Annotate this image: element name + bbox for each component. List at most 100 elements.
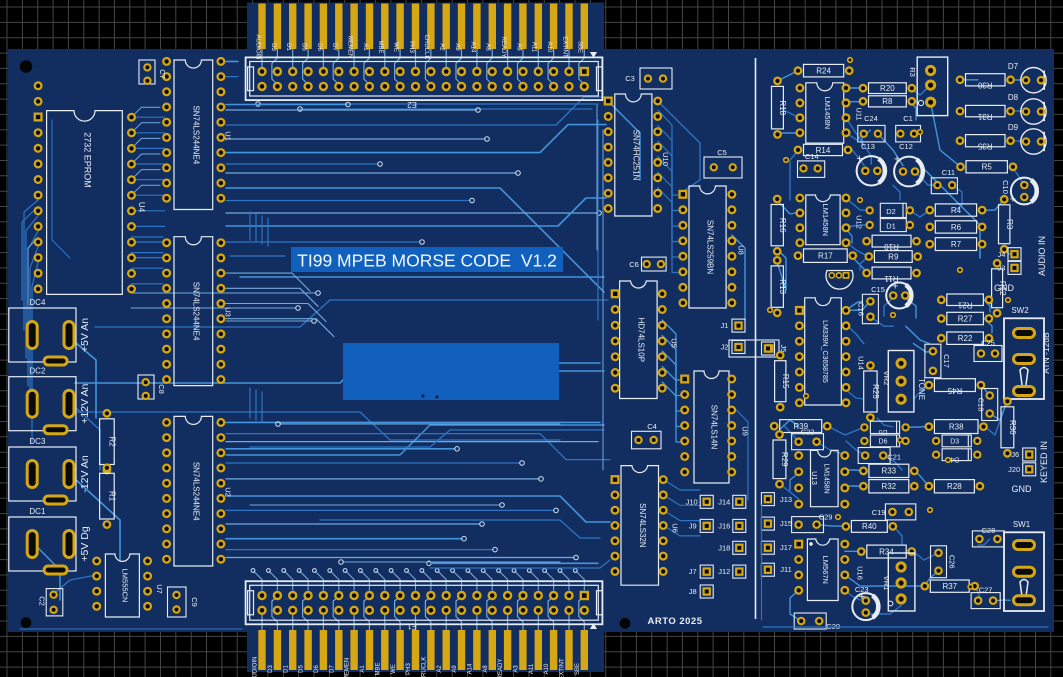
svg-text:D5: D5 [300, 43, 306, 51]
svg-text:J16: J16 [718, 522, 730, 531]
svg-text:J2: J2 [721, 343, 729, 352]
svg-text:D1: D1 [285, 43, 291, 51]
svg-text:ATN -12dB: ATN -12dB [1041, 332, 1051, 374]
svg-text:SN74LS244NE4: SN74LS244NE4 [191, 282, 200, 341]
svg-text:R6: R6 [951, 223, 962, 232]
svg-text:C11: C11 [942, 168, 955, 177]
svg-text:C7: C7 [158, 69, 167, 79]
svg-text:J8: J8 [689, 587, 697, 596]
svg-text:CRUCLK: CRUCLK [422, 657, 428, 677]
svg-text:R32: R32 [881, 482, 896, 491]
svg-text:DC4: DC4 [29, 298, 46, 307]
svg-text:ARTO 2025: ARTO 2025 [647, 616, 702, 627]
svg-text:R27: R27 [958, 314, 973, 323]
svg-text:R5: R5 [982, 163, 993, 172]
svg-text:SN74LS244NE4: SN74LS244NE4 [191, 105, 200, 164]
svg-text:TONE: TONE [917, 378, 926, 400]
svg-text:D7: D7 [331, 43, 337, 51]
svg-text:J4: J4 [998, 250, 1006, 259]
svg-text:C16: C16 [856, 302, 865, 316]
svg-text:E1: E1 [407, 622, 417, 631]
svg-text:+12V An: +12V An [79, 384, 91, 424]
svg-text:MBE: MBE [377, 40, 383, 53]
svg-text:+: + [892, 281, 898, 293]
svg-text:C18: C18 [977, 398, 986, 412]
svg-text:D9: D9 [1008, 123, 1019, 132]
svg-text:A8: A8 [483, 665, 489, 673]
svg-text:LM567N: LM567N [821, 556, 830, 584]
svg-text:MBE: MBE [375, 662, 381, 675]
svg-text:HD74LS10P: HD74LS10P [636, 318, 645, 362]
svg-text:U8: U8 [737, 245, 746, 255]
svg-text:EXTINT: EXTINT [560, 658, 566, 677]
svg-text:D6: D6 [314, 665, 320, 673]
svg-text:J1: J1 [721, 321, 729, 330]
svg-text:U14: U14 [857, 356, 866, 370]
svg-text:A8: A8 [485, 43, 491, 51]
svg-text:J7: J7 [689, 567, 697, 576]
svg-text:R45: R45 [947, 386, 962, 395]
svg-text:A9: A9 [454, 43, 460, 51]
svg-text:SN74LS14N: SN74LS14N [710, 405, 719, 450]
svg-text:VR2: VR2 [882, 371, 891, 386]
svg-text:R14: R14 [816, 146, 831, 155]
svg-text:C15: C15 [871, 285, 885, 294]
svg-text:LM1458N: LM1458N [821, 204, 830, 237]
svg-text:A1: A1 [360, 665, 366, 673]
svg-text:R40: R40 [862, 522, 877, 531]
svg-text:C13: C13 [861, 142, 875, 151]
svg-text:-12V An: -12V An [79, 455, 91, 493]
svg-text:LM339N_C3658785: LM339N_C3658785 [821, 320, 828, 383]
svg-text:WE: WE [391, 664, 397, 674]
svg-text:U10: U10 [661, 152, 670, 166]
svg-text:2732 EPROM: 2732 EPROM [83, 132, 93, 188]
svg-text:A2: A2 [437, 665, 443, 673]
svg-text:D5: D5 [878, 428, 887, 435]
svg-text:+5V An: +5V An [79, 318, 91, 352]
svg-text:R12: R12 [998, 281, 1007, 296]
svg-text:R9: R9 [888, 252, 899, 261]
svg-text:R1: R1 [108, 491, 117, 502]
svg-text:DC1: DC1 [29, 507, 46, 516]
svg-text:J12: J12 [718, 567, 730, 576]
svg-text:J9: J9 [689, 522, 697, 531]
svg-text:SW1: SW1 [1013, 520, 1031, 529]
svg-text:D5: D5 [299, 665, 305, 673]
svg-text:VR1: VR1 [882, 576, 891, 591]
svg-text:J10: J10 [686, 497, 698, 506]
svg-text:J17: J17 [780, 543, 792, 552]
svg-text:R16: R16 [778, 218, 787, 233]
svg-text:C21: C21 [887, 453, 901, 462]
svg-text:C14: C14 [805, 152, 819, 161]
svg-text:DC3: DC3 [29, 437, 46, 446]
svg-text:J3: J3 [998, 264, 1006, 273]
svg-text:MEMEN: MEMEN [347, 36, 353, 58]
svg-text:C19: C19 [872, 508, 886, 517]
svg-text:C12: C12 [899, 142, 913, 151]
svg-text:J15: J15 [780, 519, 792, 528]
svg-text:READY: READY [500, 37, 506, 58]
svg-text:C25: C25 [981, 339, 995, 348]
svg-text:AUDIOIN: AUDIOIN [253, 656, 259, 677]
svg-text:SBE: SBE [575, 663, 581, 675]
svg-text:READY: READY [498, 659, 504, 677]
svg-text:D3: D3 [268, 665, 274, 673]
svg-text:C8: C8 [157, 384, 166, 394]
svg-text:C2: C2 [38, 596, 47, 606]
svg-text:R39: R39 [793, 422, 808, 431]
svg-text:A2: A2 [439, 43, 445, 51]
svg-text:U11: U11 [855, 107, 864, 120]
svg-text:D3: D3 [270, 43, 276, 51]
svg-text:R30: R30 [977, 81, 992, 90]
svg-text:R38: R38 [949, 422, 964, 431]
svg-text:C28: C28 [982, 526, 996, 535]
svg-text:U9: U9 [741, 426, 750, 436]
svg-text:D4: D4 [950, 455, 959, 462]
svg-text:R25: R25 [871, 384, 880, 399]
svg-text:C9: C9 [190, 597, 199, 607]
svg-text:A1: A1 [362, 43, 368, 51]
svg-text:SN74HC251N: SN74HC251N [631, 130, 640, 181]
svg-text:R11: R11 [884, 274, 899, 283]
svg-text:U12: U12 [855, 215, 864, 229]
svg-text:PH3: PH3 [408, 41, 414, 53]
